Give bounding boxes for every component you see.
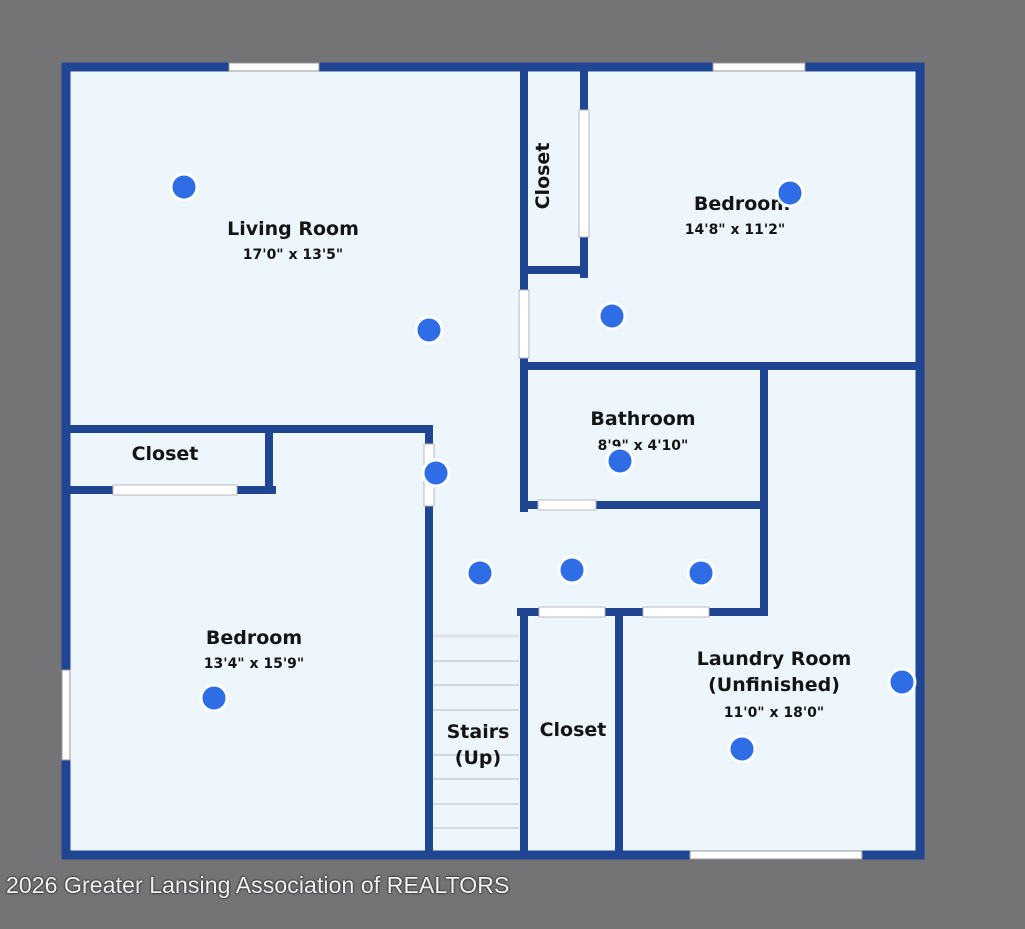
room-name-stairs-direction: (Up) [455,747,501,769]
camera-marker[interactable] [465,558,495,588]
window [712,62,806,72]
room-name-closet-left: Closet [132,443,199,465]
room-name-bedroom-lower: Bedroom [206,627,302,649]
window [228,62,320,72]
camera-marker[interactable] [605,446,635,476]
window [61,669,71,761]
camera-marker[interactable] [169,172,199,202]
camera-marker[interactable] [686,558,716,588]
camera-marker[interactable] [727,734,757,764]
walls [61,62,925,860]
camera-marker[interactable] [199,683,229,713]
door [578,109,590,238]
door [538,606,606,618]
camera-marker[interactable] [775,178,805,208]
room-name-living-room: Living Room [227,218,359,240]
window [689,850,863,860]
camera-marker[interactable] [414,315,444,345]
copyright-notice: 2026 Greater Lansing Association of REAL… [6,872,510,898]
camera-marker[interactable] [421,458,451,488]
camera-markers [169,172,917,764]
camera-marker[interactable] [887,667,917,697]
room-dimensions-bedroom-lower: 13'4" x 15'9" [204,656,304,672]
door [518,289,530,359]
room-name-stairs: Stairs [447,721,510,743]
room-dimensions-living-room: 17'0" x 13'5" [243,247,343,263]
windows [61,62,863,860]
stairs-treads [433,634,519,829]
interior-walls [66,66,920,855]
camera-marker[interactable] [557,555,587,585]
room-name-closet-upper: Closet [532,143,554,210]
door [642,606,710,618]
camera-marker[interactable] [597,301,627,331]
room-name-bedroom-upper: Bedroom [694,193,790,215]
room-dimensions-bedroom-upper: 14'8" x 11'2" [685,222,785,238]
room-name-laundry: Laundry Room [697,648,852,670]
room-name-laundry-status: (Unfinished) [708,674,840,696]
door [537,499,597,511]
room-name-bathroom: Bathroom [590,408,695,430]
outer-wall [61,62,925,860]
door [112,484,238,496]
room-name-closet-lower: Closet [540,719,607,741]
room-dimensions-laundry: 11'0" x 18'0" [724,705,824,721]
